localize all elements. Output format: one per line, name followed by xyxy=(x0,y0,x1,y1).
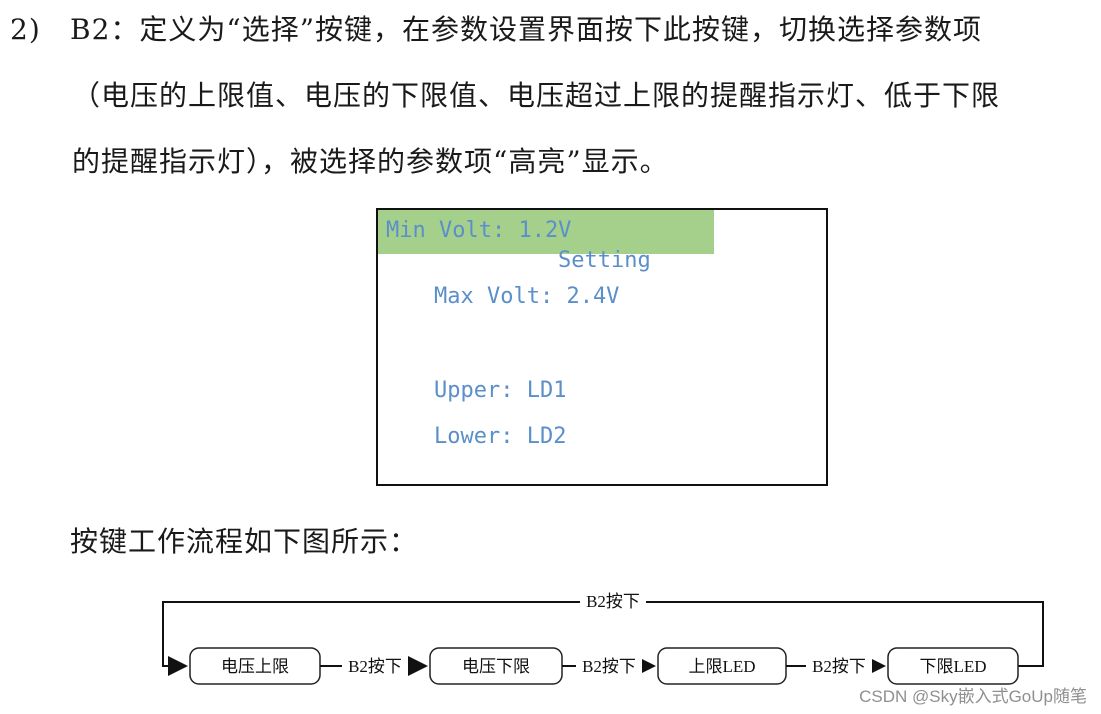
node-upper-led-label: 上限LED xyxy=(688,657,755,676)
node-upper-led: 上限LED xyxy=(657,647,787,685)
lcd-row-upper: Upper: LD1 xyxy=(434,378,567,403)
edge-label-bg-2 xyxy=(576,656,642,676)
loop-label: B2按下 xyxy=(586,592,640,611)
node-voltage-upper: 电压上限 xyxy=(189,647,321,685)
flow-caption: 按键工作流程如下图所示： xyxy=(70,525,419,558)
lcd-row-min-volt-highlighted: Min Volt: 1.2V xyxy=(378,210,714,254)
edge-label-1: B2按下 xyxy=(348,657,402,676)
item-number: 2) xyxy=(10,13,41,46)
lcd-row-max-volt: Max Volt: 2.4V xyxy=(434,284,620,309)
lcd-settings-screen: Setting Max Volt: 2.4V Min Volt: 1.2V Up… xyxy=(376,208,828,486)
lcd-row-min-volt-text: Min Volt: 1.2V xyxy=(386,218,572,243)
node-voltage-lower: 电压下限 xyxy=(429,647,563,685)
watermark: CSDN @Sky嵌入式GoUp随笔 xyxy=(859,687,1087,706)
paragraph-line-2: （电压的上限值、电压的下限值、电压超过上限的提醒指示灯、低于下限 xyxy=(72,79,1001,112)
edge-label-bg-3 xyxy=(806,656,872,676)
key-flowchart: B2按下 电压上限 电压下限 上限LED 下限LED B2按下 B2按下 B2按… xyxy=(162,592,1044,685)
lcd-title: Setting xyxy=(558,248,651,273)
edge-label-2: B2按下 xyxy=(582,657,636,676)
node-lower-led-label: 下限LED xyxy=(919,657,986,676)
edge-label-3: B2按下 xyxy=(812,657,866,676)
lcd-row-lower: Lower: LD2 xyxy=(434,424,567,449)
edge-label-bg-1 xyxy=(342,656,408,676)
node-voltage-upper-label: 电压上限 xyxy=(221,657,289,676)
paragraph-line-3: 的提醒指示灯），被选择的参数项“高亮”显示。 xyxy=(72,145,669,178)
line1-text: B2：定义为“选择”按键，在参数设置界面按下此按键，切换选择参数项 xyxy=(70,13,983,46)
paragraph-line-1: 2) B2：定义为“选择”按键，在参数设置界面按下此按键，切换选择参数项 xyxy=(10,8,982,48)
loop-label-bg xyxy=(580,592,646,612)
node-lower-led: 下限LED xyxy=(887,647,1019,685)
node-voltage-lower-label: 电压下限 xyxy=(462,657,530,676)
